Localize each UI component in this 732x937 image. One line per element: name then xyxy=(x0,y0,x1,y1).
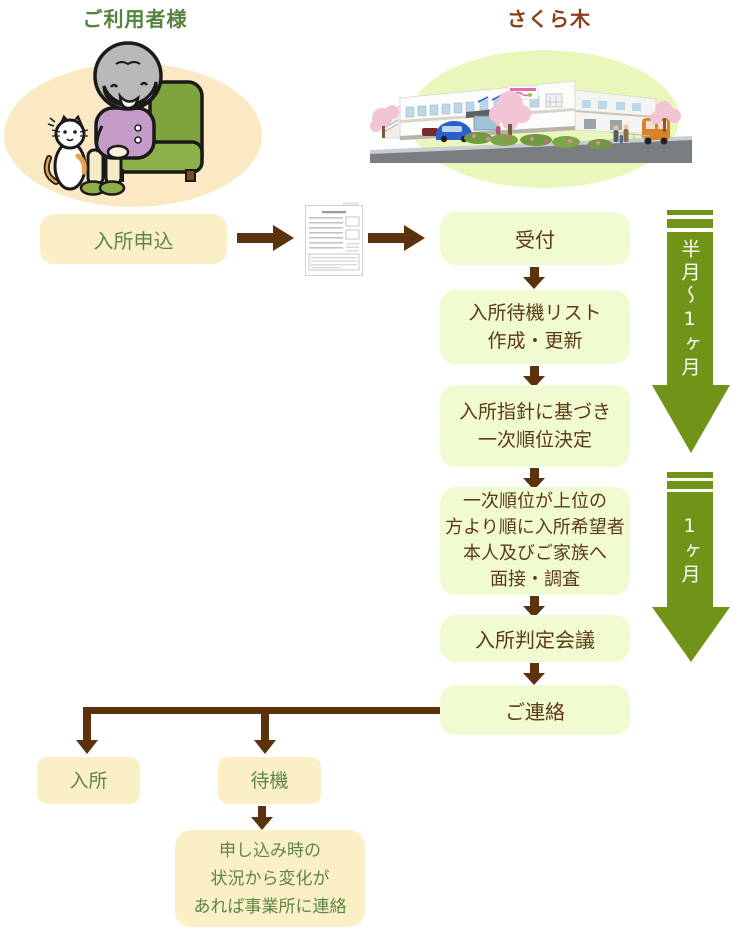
client-heading: ご利用者様 xyxy=(82,7,188,31)
admission-box: 入所 xyxy=(37,757,140,804)
standby-note-label: 申し込み時の 状況から変化が あれば事業所に連絡 xyxy=(193,840,347,917)
facility-heading: さくら木 xyxy=(507,7,591,31)
application-box-label: 入所申込 xyxy=(93,228,174,253)
step-waiting-list: 入所待機リスト 作成・更新 xyxy=(440,290,630,364)
duration-arrowhead-icon xyxy=(652,607,730,662)
duration-arrowhead-icon xyxy=(652,385,730,453)
step-contact-label: ご連絡 xyxy=(505,699,565,724)
duration-first-label: 半月～1ヶ月 xyxy=(678,238,701,380)
arrow-right-icon xyxy=(237,225,294,251)
step-reception: 受付 xyxy=(440,212,630,265)
duration-break-icon xyxy=(667,472,713,478)
step-waiting-list-label: 入所待機リスト 作成・更新 xyxy=(468,302,602,352)
duration-second-label: 1ヶ月 xyxy=(678,514,701,587)
duration-break-icon xyxy=(667,481,713,489)
standby-note-box: 申し込み時の 状況から変化が あれば事業所に連絡 xyxy=(175,830,365,927)
application-box: 入所申込 xyxy=(40,214,227,264)
duration-break-icon xyxy=(667,210,713,215)
elderly-woman-with-cat-illustration xyxy=(43,41,204,196)
step-interview-label: 一次順位が上位の 方より順に入所希望者 本人及びご家族へ 面接・調査 xyxy=(445,491,625,590)
step-judgement-meeting: 入所判定会議 xyxy=(440,615,630,662)
step-reception-label: 受付 xyxy=(515,228,555,252)
arrow-down-icon xyxy=(523,663,545,685)
facility-building-illustration xyxy=(370,80,692,163)
step-priority-decision: 入所指針に基づき 一次順位決定 xyxy=(440,385,630,467)
duration-break-icon xyxy=(667,219,713,228)
step-priority-decision-label: 入所指針に基づき 一次順位決定 xyxy=(458,401,611,451)
admission-box-label: 入所 xyxy=(69,769,108,792)
step-contact: ご連絡 xyxy=(440,685,630,735)
arrow-down-icon xyxy=(76,707,98,755)
standby-box-label: 待機 xyxy=(250,769,289,792)
arrow-down-icon xyxy=(523,267,545,289)
step-interview: 一次順位が上位の 方より順に入所希望者 本人及びご家族へ 面接・調査 xyxy=(440,487,630,595)
arrow-down-icon xyxy=(251,806,273,831)
arrow-down-icon xyxy=(254,707,276,755)
application-form-icon xyxy=(305,202,363,276)
arrow-right-icon xyxy=(368,225,425,251)
standby-box: 待機 xyxy=(218,757,321,804)
step-judgement-meeting-label: 入所判定会議 xyxy=(475,628,595,652)
